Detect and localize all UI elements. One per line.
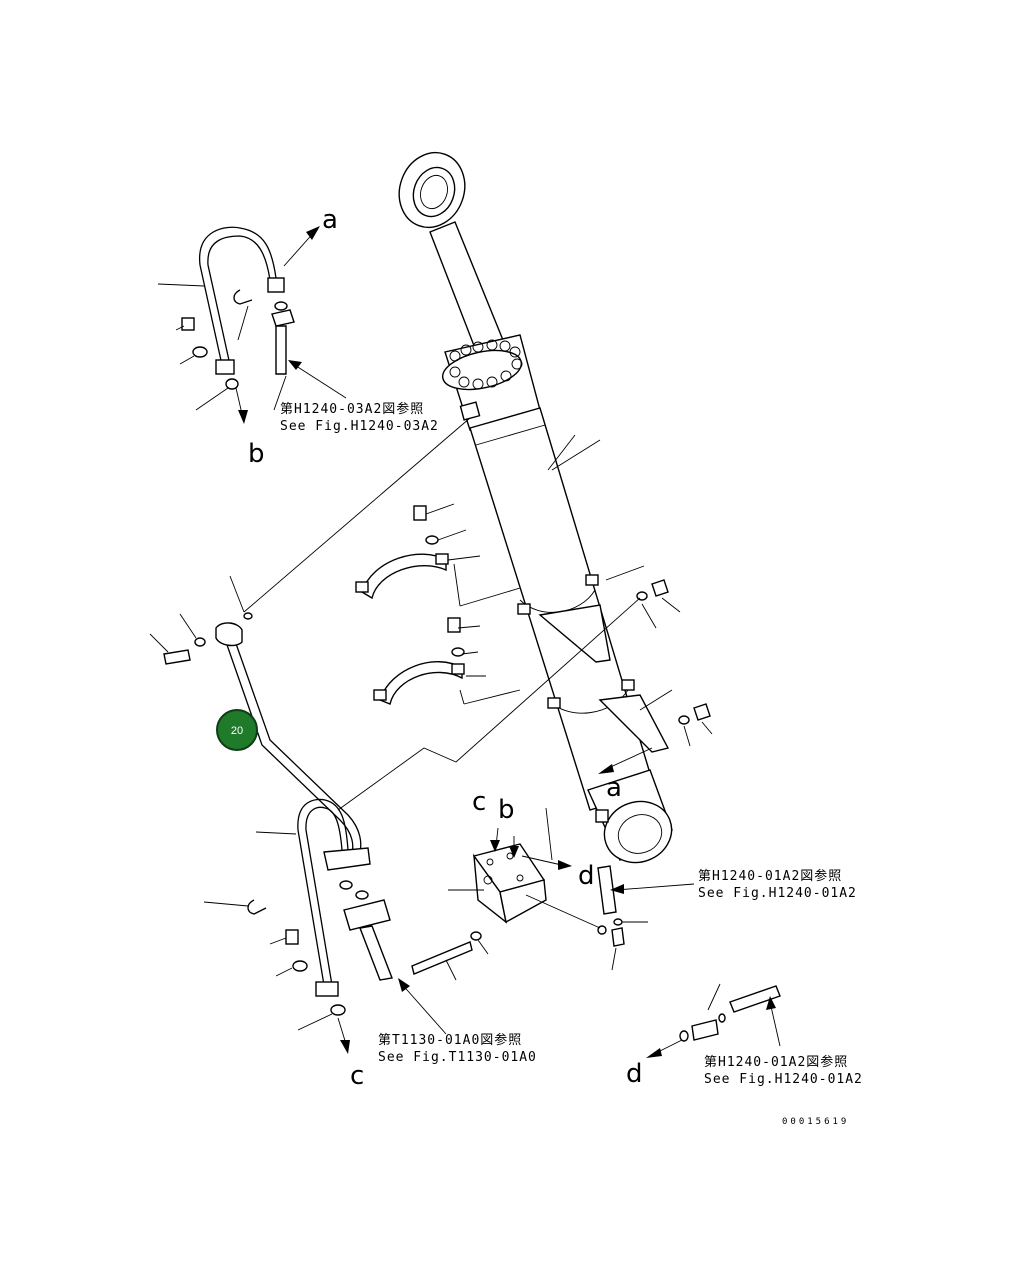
fittings [679, 985, 781, 1042]
valve-block [411, 843, 625, 975]
ref-1-en: See Fig.H1240-03A2 [280, 419, 439, 434]
connection-letter-d-bottom: d [626, 1059, 643, 1089]
hydraulic-cylinder [398, 151, 673, 864]
part-callout-20[interactable]: 20 [216, 709, 258, 751]
ref-3-jp: 第T1130-01A0図参照 [378, 1032, 522, 1048]
ref-4-en: See Fig.H1240-01A2 [704, 1072, 863, 1087]
ref-1-jp: 第H1240-03A2図参照 [280, 401, 424, 417]
drawing-number: 00015619 [782, 1117, 849, 1127]
ref-3-en: See Fig.T1130-01A0 [378, 1050, 537, 1065]
clamps [355, 505, 711, 725]
connection-letter-b-valve: b [498, 795, 515, 825]
long-pipe [163, 612, 371, 900]
top-u-pipe [181, 226, 295, 390]
ref-4-jp: 第H1240-01A2図参照 [704, 1054, 848, 1070]
connection-letter-d-valve: d [578, 861, 595, 891]
ref-2-en: See Fig.H1240-01A2 [698, 886, 857, 901]
arrows [235, 226, 781, 1058]
connection-letter-a-bottom: a [606, 773, 622, 803]
connection-letter-c-bottom: c [350, 1061, 364, 1091]
connection-letter-c-valve: c [472, 787, 486, 817]
leader-lines [149, 283, 721, 1031]
connection-letter-b-top: b [248, 439, 265, 469]
ref-2-jp: 第H1240-01A2図参照 [698, 868, 842, 884]
lower-u-pipe [247, 798, 393, 1016]
callout-number: 20 [231, 725, 243, 737]
connection-letter-a-top: a [322, 205, 338, 235]
